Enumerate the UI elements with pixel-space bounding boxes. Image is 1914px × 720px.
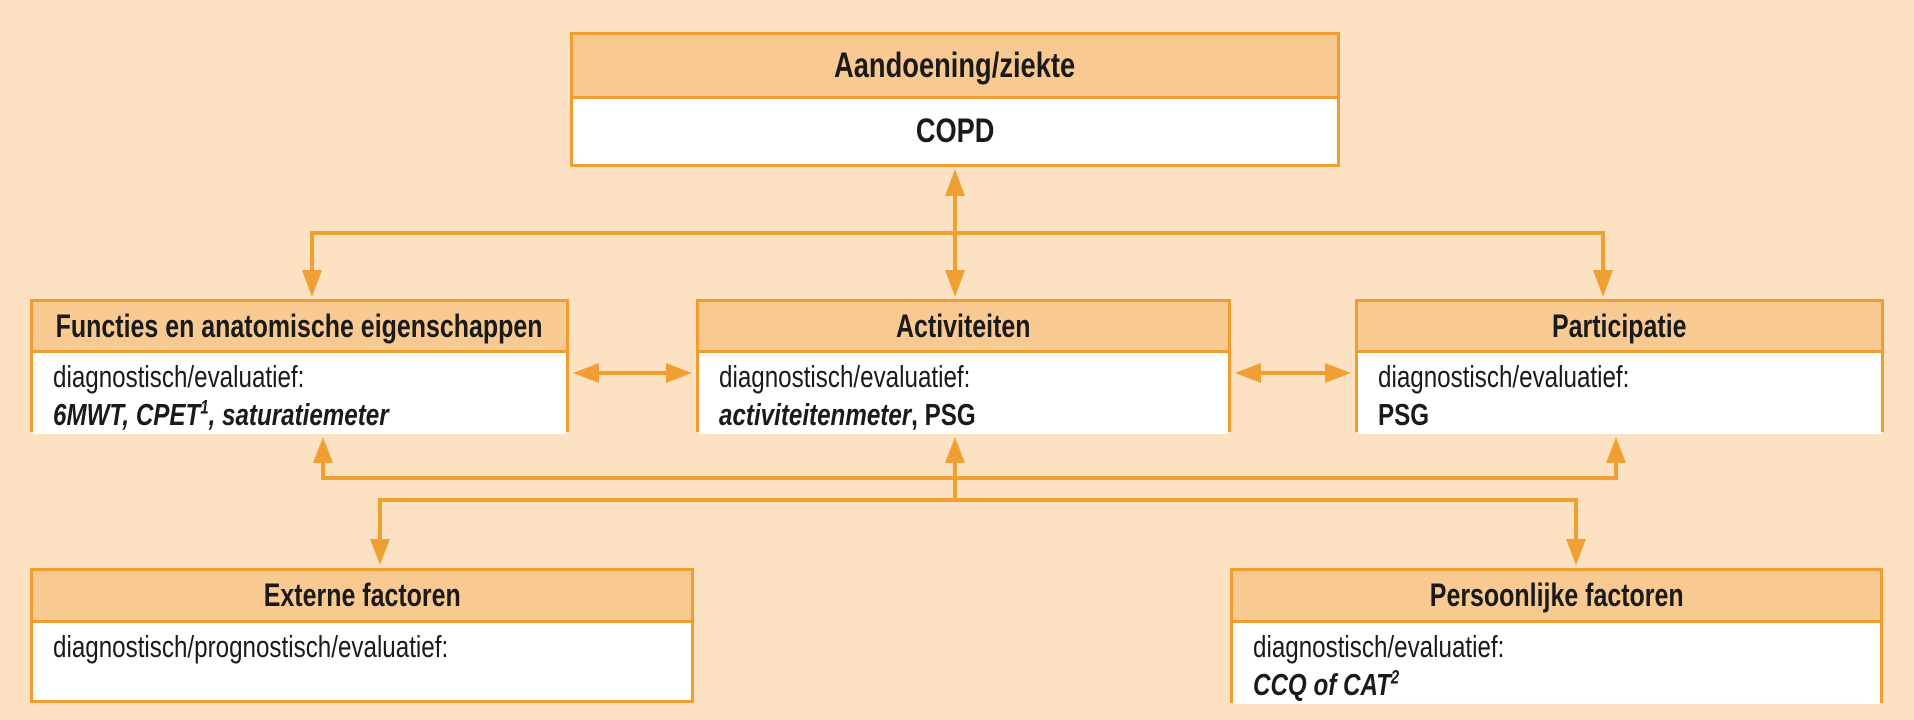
arrowhead-up-into-functies — [313, 437, 333, 463]
box-aandoening-header: Aandoening/ziekte — [573, 35, 1337, 99]
box-functies-header: Functies en anatomische eigenschappen — [33, 302, 566, 353]
box-persoonlijke-header: Persoonlijke factoren — [1233, 571, 1880, 623]
arrowhead-left-into-functies — [573, 363, 599, 383]
arrowhead-down-into-participatie — [1593, 270, 1613, 297]
measurement-detail: activiteitenmeter, PSG — [719, 397, 976, 432]
footnote-marker-1: 1 — [200, 397, 209, 419]
footnote-marker-2: 2 — [1390, 667, 1400, 689]
measurement-label: diagnostisch/evaluatief: — [1378, 359, 1630, 394]
box-functies-body: diagnostisch/evaluatief: 6MWT, CPET1, sa… — [33, 353, 566, 434]
box-participatie-header: Participatie — [1358, 302, 1881, 353]
box-activiteiten-header: Activiteiten — [699, 302, 1228, 353]
box-externe-body: diagnostisch/prognostisch/evaluatief: — [33, 623, 691, 700]
box-activiteiten-body: diagnostisch/evaluatief: activiteitenmet… — [699, 353, 1228, 434]
arrowhead-down-into-persoonlijke-factoren — [1566, 539, 1586, 565]
measurement-detail: CCQ of CAT2 — [1253, 667, 1400, 702]
diagnosis-value: COPD — [915, 112, 995, 150]
arrowhead-down-into-activiteiten — [945, 270, 965, 297]
box-title: Participatie — [1552, 307, 1687, 344]
box-title: Aandoening/ziekte — [834, 45, 1076, 85]
box-persoonlijke-factoren: Persoonlijke factoren diagnostisch/evalu… — [1230, 568, 1883, 704]
box-functies: Functies en anatomische eigenschappen di… — [30, 299, 569, 434]
box-persoonlijke-body: diagnostisch/evaluatief: CCQ of CAT2 — [1233, 623, 1880, 704]
box-participatie: Participatie diagnostisch/evaluatief: PS… — [1355, 299, 1884, 434]
measurement-label: diagnostisch/evaluatief: — [53, 359, 305, 394]
box-title: Functies en anatomische eigenschappen — [56, 307, 543, 344]
measurement-detail: PSG — [1378, 397, 1430, 432]
box-title: Persoonlijke factoren — [1429, 577, 1684, 613]
arrowhead-up-into-copd — [945, 169, 965, 196]
arrowhead-down-into-externe-factoren — [370, 539, 390, 565]
box-aandoening-body: COPD — [573, 99, 1337, 164]
measurement-detail: 6MWT, CPET1, saturatiemeter — [53, 397, 389, 432]
box-externe-header: Externe factoren — [33, 571, 691, 623]
arrowhead-up-into-activiteiten-bottom — [945, 437, 965, 463]
box-activiteiten: Activiteiten diagnostisch/evaluatief: ac… — [696, 299, 1231, 434]
measurement-label: diagnostisch/evaluatief: — [719, 359, 971, 394]
box-title: Activiteiten — [896, 307, 1031, 344]
arrowhead-left-into-activiteiten — [1235, 363, 1261, 383]
measurement-label: diagnostisch/evaluatief: — [1253, 629, 1505, 664]
box-externe-factoren: Externe factoren diagnostisch/prognostis… — [30, 568, 694, 703]
arrowhead-right-into-activiteiten — [666, 363, 692, 383]
box-participatie-body: diagnostisch/evaluatief: PSG — [1358, 353, 1881, 434]
box-aandoening-ziekte: Aandoening/ziekte COPD — [570, 32, 1340, 167]
arrowhead-right-into-participatie — [1325, 363, 1351, 383]
box-title: Externe factoren — [263, 577, 461, 613]
measurement-label: diagnostisch/prognostisch/evaluatief: — [53, 629, 449, 664]
arrowhead-up-into-participatie — [1606, 437, 1626, 463]
arrowhead-down-into-functies — [302, 270, 322, 297]
